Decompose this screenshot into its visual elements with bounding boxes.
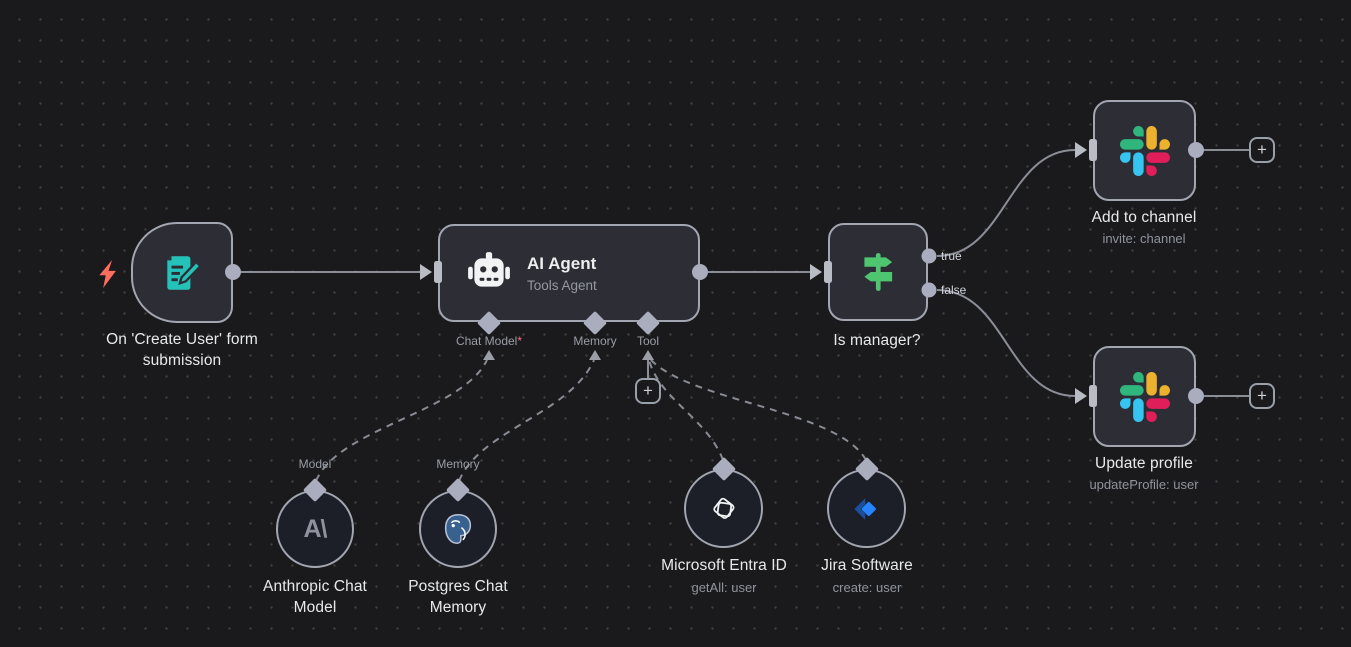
agent-subtitle: Tools Agent — [527, 277, 597, 293]
port-diamond-jira[interactable] — [855, 457, 879, 481]
output-port-true[interactable] — [921, 248, 937, 264]
input-port-slack-update — [1075, 385, 1097, 407]
entra-icon — [712, 497, 734, 519]
entra-node-subtitle: getAll: user — [691, 580, 757, 595]
port-diamond-anthropic[interactable] — [303, 478, 327, 502]
arrowhead-chat-model — [483, 350, 495, 360]
agent-title: AI Agent — [527, 253, 597, 273]
node-is-manager[interactable] — [828, 223, 928, 321]
lightning-trigger-icon — [99, 260, 116, 288]
anthropic-icon: A\ — [303, 514, 328, 543]
jira-icon — [853, 497, 876, 520]
slack-icon — [1119, 125, 1170, 176]
output-label-false: false — [941, 283, 967, 297]
jira-node-subtitle: create: user — [832, 580, 902, 595]
port-label-chat-model: Chat Model* — [455, 334, 523, 348]
add-next-node-button-bottom[interactable]: + — [1249, 383, 1275, 409]
port-diamond-postgres[interactable] — [446, 478, 470, 502]
slack-add-subtitle: invite: channel — [1102, 231, 1186, 246]
add-next-node-button-top[interactable]: + — [1249, 137, 1275, 163]
connection-anthropic-agent[interactable] — [315, 359, 488, 482]
slack-update-label: Update profile — [1095, 455, 1193, 472]
port-diamond-tool[interactable] — [636, 311, 660, 335]
add-tool-button[interactable]: + — [635, 378, 661, 404]
node-postgres-chat-memory[interactable] — [419, 490, 497, 568]
arrowhead-tool — [642, 350, 654, 360]
input-port-switch — [810, 261, 832, 283]
robot-icon — [468, 252, 510, 287]
switch-node-label: Is manager? — [833, 332, 921, 349]
node-anthropic-chat-model[interactable]: A\ — [276, 490, 354, 568]
connection-false-slack-update[interactable] — [936, 289, 1076, 397]
jira-node-label: Jira Software — [821, 557, 913, 574]
signpost-icon — [864, 253, 893, 291]
connection-postgres-agent[interactable] — [458, 359, 595, 482]
node-slack-add-to-channel[interactable] — [1093, 100, 1196, 201]
port-label-memory-sub: Memory — [436, 457, 480, 471]
node-jira-software[interactable] — [827, 469, 906, 548]
slack-icon — [1119, 371, 1170, 422]
postgres-icon — [444, 513, 472, 545]
port-label-model: Model — [298, 457, 332, 471]
output-port-false[interactable] — [921, 282, 937, 298]
slack-add-label: Add to channel — [1091, 209, 1197, 226]
output-port-trigger[interactable] — [225, 264, 241, 280]
output-label-true: true — [941, 249, 962, 263]
anthropic-node-label: Anthropic Chat Model — [263, 578, 367, 616]
connection-true-slack-add[interactable] — [936, 149, 1076, 257]
port-diamond-entra[interactable] — [712, 457, 736, 481]
arrowhead-memory — [589, 350, 601, 360]
output-port-slack-update[interactable] — [1188, 388, 1204, 404]
form-edit-icon — [167, 255, 202, 290]
connection-jira-agent[interactable] — [650, 359, 867, 461]
entra-node-label: Microsoft Entra ID — [661, 557, 787, 574]
required-asterisk: * — [517, 334, 523, 348]
node-form-trigger[interactable] — [131, 222, 233, 323]
output-port-agent[interactable] — [692, 264, 708, 280]
port-label-tool: Tool — [636, 334, 659, 348]
output-port-slack-add[interactable] — [1188, 142, 1204, 158]
port-label-memory: Memory — [573, 334, 617, 348]
input-port-agent — [420, 261, 442, 283]
slack-update-subtitle: updateProfile: user — [1089, 477, 1199, 492]
port-diamond-memory[interactable] — [583, 311, 607, 335]
connection-entra-agent[interactable] — [648, 359, 724, 461]
trigger-node-label: On 'Create User' form submission — [106, 331, 258, 369]
input-port-slack-add — [1075, 139, 1097, 161]
postgres-node-label: Postgres Chat Memory — [408, 578, 508, 616]
port-diamond-chat-model[interactable] — [477, 311, 501, 335]
